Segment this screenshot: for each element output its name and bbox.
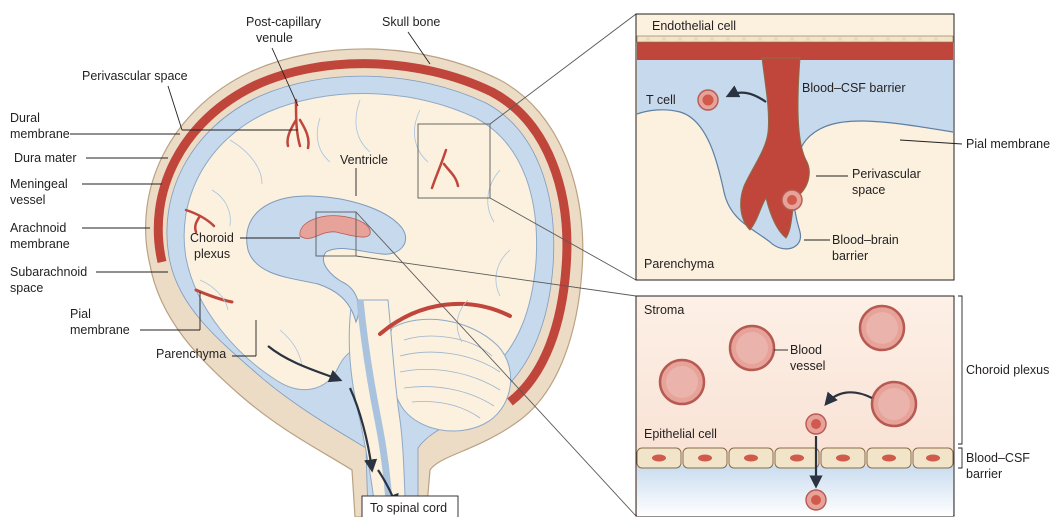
- label-epithelial-cell: Epithelial cell: [644, 427, 717, 441]
- label-blood-1: Blood: [790, 343, 822, 357]
- label-endothelial-cell: Endothelial cell: [652, 19, 736, 33]
- label-to-spinal-cord: To spinal cord: [370, 501, 447, 515]
- label-dural-2: membrane: [10, 127, 70, 141]
- label-pial-membrane: Pial membrane: [966, 137, 1050, 151]
- label-ventricle: Ventricle: [340, 153, 388, 167]
- brain-cross-section: [146, 14, 636, 517]
- label-dural-1: Dural: [10, 111, 40, 125]
- label-bbb-1: Blood–brain: [832, 233, 899, 247]
- label-pial-1: Pial: [70, 307, 91, 321]
- inset-top-vessel-band: [637, 40, 953, 60]
- right-brackets: Choroid plexus Blood–CSF barrier: [958, 296, 1049, 481]
- label-stroma: Stroma: [644, 303, 684, 317]
- label-bbb-2: barrier: [832, 249, 868, 263]
- label-pial-2: membrane: [70, 323, 130, 337]
- label-meningeal-1: Meningeal: [10, 177, 68, 191]
- label-choroid-plexus-right: Choroid plexus: [966, 363, 1049, 377]
- connector-top-1: [490, 14, 636, 124]
- label-parenchyma-top: Parenchyma: [644, 257, 714, 271]
- label-skull-bone: Skull bone: [382, 15, 440, 29]
- label-csf-barrier-2: barrier: [966, 467, 1002, 481]
- label-subarachnoid-2: space: [10, 281, 43, 295]
- label-post-capillary-1: Post-capillary: [246, 15, 322, 29]
- migrating-cell-nucleus: [811, 419, 821, 429]
- epithelial-cell-row: [637, 448, 953, 468]
- label-csf-barrier-1: Blood–CSF: [966, 451, 1030, 465]
- label-arachnoid-2: membrane: [10, 237, 70, 251]
- label-perivascular-2: space: [852, 183, 885, 197]
- label-choroid-1: Choroid: [190, 231, 234, 245]
- label-subarachnoid-1: Subarachnoid: [10, 265, 87, 279]
- inset-bottom-csf: [637, 466, 953, 516]
- label-blood-2: vessel: [790, 359, 825, 373]
- label-post-capillary-2: venule: [256, 31, 293, 45]
- label-choroid-2: plexus: [194, 247, 230, 261]
- inset-bottom-choroid: Stroma Blood vessel Epithelial cell: [636, 296, 954, 516]
- inset-top-perivascular: Endothelial cell T cell Blood–CSF barrie…: [636, 14, 1050, 280]
- label-perivascular-1: Perivascular: [852, 167, 921, 181]
- label-dura-mater: Dura mater: [14, 151, 77, 165]
- label-meningeal-2: vessel: [10, 193, 45, 207]
- perivascular-cell-nucleus: [787, 195, 797, 205]
- label-parenchyma: Parenchyma: [156, 347, 226, 361]
- label-blood-csf-barrier-top: Blood–CSF barrier: [802, 81, 906, 95]
- label-perivascular-space: Perivascular space: [82, 69, 188, 83]
- label-t-cell: T cell: [646, 93, 676, 107]
- t-cell-nucleus: [703, 95, 714, 106]
- label-arachnoid-1: Arachnoid: [10, 221, 66, 235]
- crossed-cell-nucleus: [811, 495, 821, 505]
